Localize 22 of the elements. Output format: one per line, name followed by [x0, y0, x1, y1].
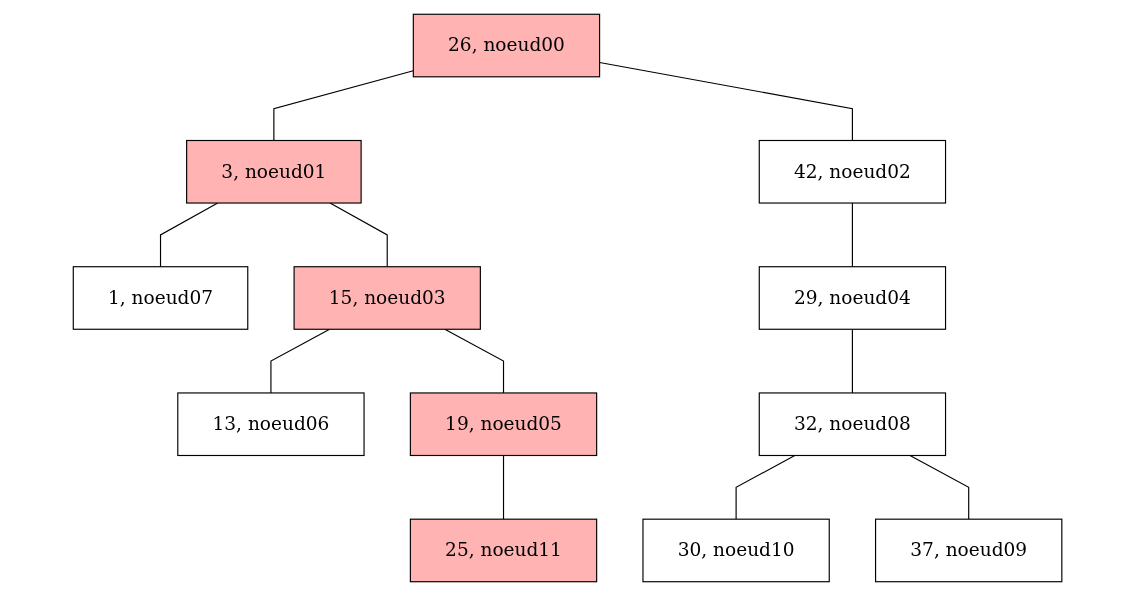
connector [502, 454, 505, 520]
node-box: 29, noeud04 [758, 266, 947, 330]
node-box: 42, noeud02 [758, 139, 947, 204]
connector [851, 328, 853, 394]
node-box: 37, noeud09 [874, 518, 1063, 583]
connector [909, 454, 970, 520]
connector [851, 202, 853, 268]
connector [159, 202, 219, 268]
node-box: 15, noeud03 [293, 266, 481, 330]
connector [735, 454, 796, 520]
connector [329, 202, 388, 268]
node-box: 1, noeud07 [72, 266, 249, 330]
connector [273, 70, 414, 142]
node-box: 30, noeud10 [642, 518, 830, 583]
connector [444, 328, 505, 394]
node-box: 26, noeud00 [412, 13, 601, 78]
node-box: 3, noeud01 [186, 139, 362, 204]
node-box: 32, noeud08 [758, 392, 947, 457]
connector [270, 328, 331, 394]
node-box: 13, noeud06 [177, 392, 365, 457]
node-box: 19, noeud05 [409, 392, 598, 457]
node-box: 25, noeud11 [409, 518, 598, 583]
